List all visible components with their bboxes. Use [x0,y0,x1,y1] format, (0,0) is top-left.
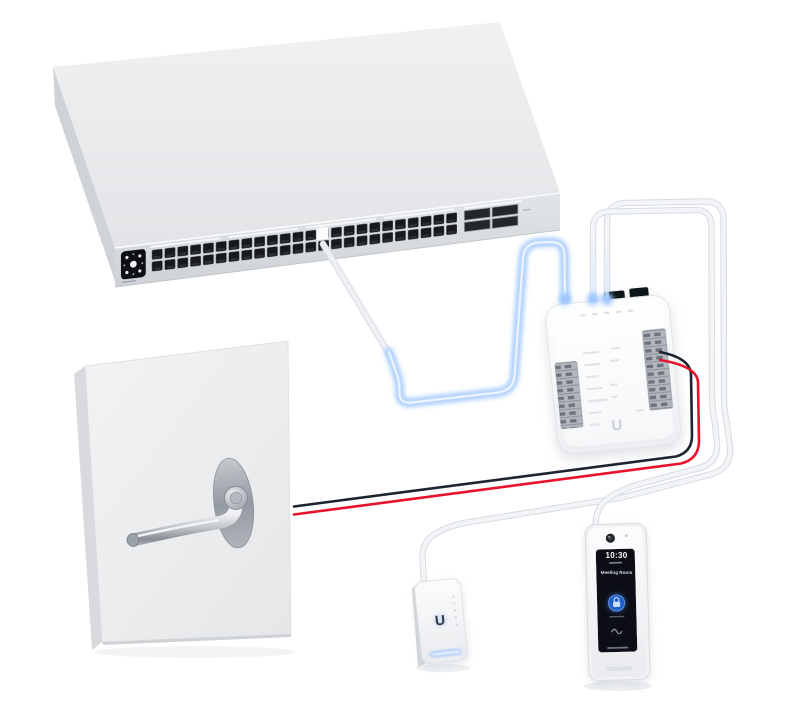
hub-terminal-left [554,361,584,430]
ethernet-plug [316,225,329,241]
sfp-ports [463,203,519,233]
door-bottom-edge [102,634,291,645]
access-hub [545,287,682,455]
sfp-marking [522,208,531,212]
camera-icon [605,533,628,543]
lock-wire-red [292,358,701,516]
uplink-cable-white-segment [319,240,393,358]
hub-face-markings [580,309,644,427]
lever [126,497,243,547]
spindle [229,491,243,505]
rj45-ports-top-row [150,211,459,261]
door [74,340,292,650]
switch-left-side [53,67,117,287]
reader-lite-cable [419,198,734,588]
switch-label-text [121,280,136,284]
lock-icon [613,596,621,608]
poe-cable-blue-loop [384,237,570,408]
door-shadow [95,646,295,658]
reader-chin-slot [606,666,633,671]
network-switch [53,22,561,288]
button-caption-text [609,615,625,618]
reader-lite-body [414,578,468,664]
port-label-strips [150,199,522,248]
screen-date-text [609,561,623,564]
door-handle [126,457,255,549]
reader-lite [412,578,468,667]
lock-wire-black [292,350,694,508]
door-front-face [84,340,292,643]
unlock-button [607,594,626,613]
door-left-side [74,366,102,650]
reader-pro-shadow [584,681,652,691]
switch-front-edge-highlight [114,192,561,249]
reader-lite-status-bar [430,649,462,657]
switch-top-face [53,22,560,248]
screen-footer-text [607,646,629,649]
reader-lite-shadow [416,664,470,672]
rj45-ports-bottom-row [150,222,459,273]
lever-highlight [134,519,220,538]
reader-pro-cable [589,206,721,556]
lcm-display [120,249,146,284]
lever-end-cap [126,533,140,547]
poe-glow-entries [559,236,613,305]
doorbell-icon [611,628,623,635]
reader-lite-dots [452,595,458,626]
hub-terminal-right [642,328,673,411]
switch-bottom-edge [114,229,561,288]
reader-pro [584,522,651,681]
